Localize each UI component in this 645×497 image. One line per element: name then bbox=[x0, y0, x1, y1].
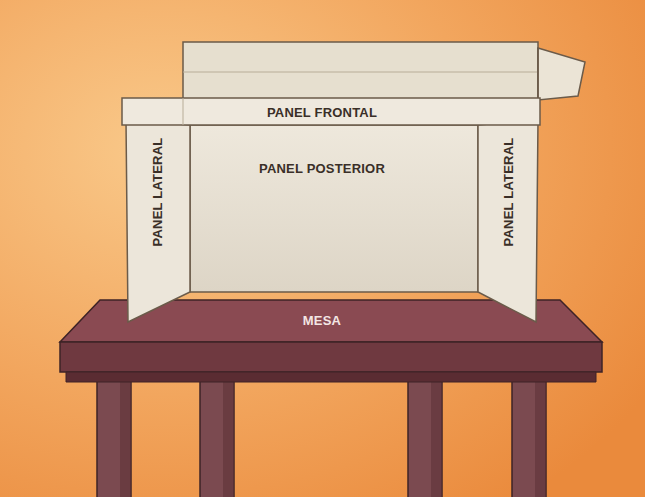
table-label: MESA bbox=[303, 313, 341, 328]
panel-label: PANEL LATERAL bbox=[150, 138, 165, 247]
panel-label: PANEL FRONTAL bbox=[267, 105, 377, 120]
panel-label: PANEL LATERAL bbox=[501, 138, 516, 247]
panel-label: PANEL POSTERIOR bbox=[259, 161, 385, 176]
